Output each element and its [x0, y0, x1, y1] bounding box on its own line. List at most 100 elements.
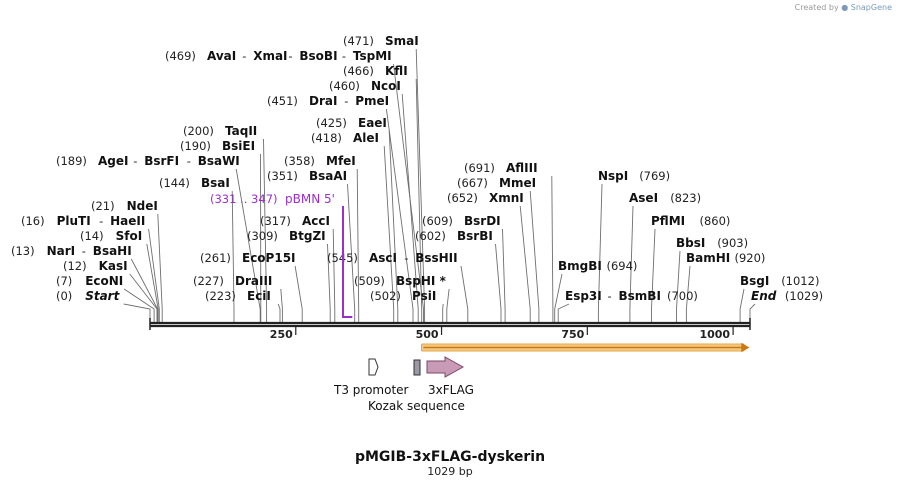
site-enzyme-name: AgeI: [98, 154, 128, 168]
site-position-label: (652): [447, 191, 478, 205]
name-separator: -: [342, 49, 346, 63]
orf-feature[interactable]: [420, 342, 750, 353]
site-bsaai[interactable]: (351)BsaAI: [267, 169, 347, 183]
site-alei[interactable]: (418)AleI: [311, 131, 379, 145]
site-avai[interactable]: (469)AvaI-XmaI-BsoBI-TspMI: [165, 49, 392, 63]
site-position-label: (21): [91, 199, 115, 213]
site-enzyme-name: PmeI: [355, 94, 389, 108]
site-taqii[interactable]: (200)TaqII: [183, 124, 257, 138]
site-pflmi[interactable]: PflMI(860): [651, 214, 730, 228]
site-ecop15i[interactable]: (261)EcoP15I: [200, 251, 296, 265]
site-enzyme-name: BsmBI: [619, 289, 661, 303]
site-enzyme-name: BmgBI: [558, 259, 602, 273]
site-econi[interactable]: (7)EcoNI: [56, 274, 123, 288]
site-leader-line: [551, 175, 554, 323]
snapgene-logo: ●: [841, 3, 849, 12]
site-enzyme-name: HaeII: [110, 214, 145, 228]
site-position-label: (309): [247, 229, 278, 243]
3xflag-feature[interactable]: 3xFLAG: [426, 356, 474, 397]
site-kasi[interactable]: (12)KasI: [63, 259, 128, 273]
site-enzyme-name: BsaAI: [309, 169, 347, 183]
site-bsphi[interactable]: (509)BspHI *: [354, 274, 447, 288]
site-bsrdi[interactable]: (609)BsrDI: [422, 214, 501, 228]
site-asei[interactable]: AseI(823): [629, 191, 701, 205]
site-bsiei[interactable]: (190)BsiEI: [180, 139, 255, 153]
site-end[interactable]: End (1029): [751, 289, 823, 303]
site-enzyme-name: NarI: [47, 244, 76, 258]
primer-annotation[interactable]: (331 .. 347) pBMN 5': [210, 192, 353, 318]
name-separator: -: [82, 244, 86, 258]
primer-name-label: pBMN 5': [285, 192, 335, 206]
site-leader-line: [148, 228, 160, 323]
site-enzyme-name: SfoI: [116, 229, 143, 243]
site-enzyme-name: BamHI: [686, 251, 730, 265]
site-bsrbi[interactable]: (602)BsrBI: [415, 229, 493, 243]
site-kfli[interactable]: (466)KflI: [343, 64, 408, 78]
site-enzyme-name: BtgZI: [289, 229, 326, 243]
site-leader-line: [415, 78, 423, 323]
kozak-label: Kozak sequence: [368, 399, 465, 413]
site-position-label: (667): [457, 176, 488, 190]
kozak-feature[interactable]: Kozak sequence: [368, 359, 465, 413]
site-position-label: (451): [267, 94, 298, 108]
site-ndei[interactable]: (21)NdeI: [91, 199, 158, 213]
site-leader-line: [629, 205, 634, 323]
site-bsgi[interactable]: BsgI(1012): [740, 274, 819, 288]
site-enzyme-name: BsiEI: [222, 139, 255, 153]
site-enzyme-name: AccI: [302, 214, 330, 228]
site-esp3i[interactable]: Esp3I-BsmBI(700): [565, 289, 698, 303]
plasmid-length: 1029 bp: [427, 465, 472, 478]
site-bbsi[interactable]: BbsI(903): [676, 236, 748, 250]
t3-promoter-feature[interactable]: T3 promoter: [333, 358, 409, 397]
site-enzyme-name: BsrBI: [457, 229, 493, 243]
site-bamhi[interactable]: BamHI(920): [686, 251, 765, 265]
site-enzyme-name: Esp3I: [565, 289, 602, 303]
site-nari[interactable]: (13)NarI-BsaHI: [11, 244, 132, 258]
site-start[interactable]: (0)Start: [56, 289, 121, 303]
site-nspi[interactable]: NspI(769): [598, 169, 670, 183]
site-leader-line: [123, 303, 151, 323]
site-agei[interactable]: (189)AgeI-BsrFI-BsaWI: [56, 154, 240, 168]
site-enzyme-name: End: [751, 289, 777, 303]
site-leader-line: [383, 145, 395, 323]
site-smai[interactable]: (471)SmaI: [343, 34, 419, 48]
site-ecii[interactable]: (223)EciI: [205, 289, 271, 303]
site-asci[interactable]: (545)AscI-BssHII: [327, 251, 458, 265]
site-drai[interactable]: (451)DraI-PmeI: [267, 94, 389, 108]
site-afliii[interactable]: (691)AflIII: [464, 161, 538, 175]
primer-range-label: (331 .. 347): [210, 192, 278, 206]
site-leader-line: [495, 243, 502, 323]
site-enzyme-name: EcoNI: [85, 274, 123, 288]
site-mmei[interactable]: (667)MmeI: [457, 176, 536, 190]
site-pluti[interactable]: (16)PluTI-HaeII: [21, 214, 145, 228]
site-enzyme-name: BssHII: [415, 251, 457, 265]
site-bsai[interactable]: (144)BsaI: [159, 176, 230, 190]
site-xmni[interactable]: (652)XmnI: [447, 191, 524, 205]
scale-tick-label: 250: [270, 328, 293, 341]
site-eaei[interactable]: (425)EaeI: [316, 116, 387, 130]
site-psii[interactable]: (502)PsiI: [370, 289, 436, 303]
site-position-label: (691): [464, 161, 495, 175]
snapgene-credit: Created by ● SnapGene: [795, 3, 892, 12]
site-position-label: (903): [717, 236, 748, 250]
site-mfei[interactable]: (358)MfeI: [284, 154, 356, 168]
site-enzyme-name: KasI: [99, 259, 128, 273]
3xflag-arrow-icon: [426, 356, 465, 378]
site-sfoi[interactable]: (14)SfoI: [80, 229, 142, 243]
orf-arrowhead: [423, 342, 750, 353]
site-position-label: (694): [607, 259, 638, 273]
site-acci[interactable]: (317) AccI: [260, 214, 330, 228]
site-bmgbi[interactable]: BmgBI (694): [558, 259, 637, 273]
site-ncoi[interactable]: (460)NcoI: [329, 79, 401, 93]
site-leader-line: [157, 213, 163, 323]
site-enzyme-name: EciI: [247, 289, 271, 303]
site-draiii[interactable]: (227)DraIII: [193, 274, 272, 288]
site-enzyme-name: AleI: [353, 131, 379, 145]
site-btgzi[interactable]: (309) BtgZI: [247, 229, 326, 243]
site-leader-line: [415, 48, 426, 323]
site-enzyme-name: PluTI: [57, 214, 91, 228]
site-leader-line: [502, 228, 506, 323]
site-position-label: (1029): [785, 289, 823, 303]
site-position-label: (317): [260, 214, 291, 228]
name-separator: -: [404, 251, 408, 265]
